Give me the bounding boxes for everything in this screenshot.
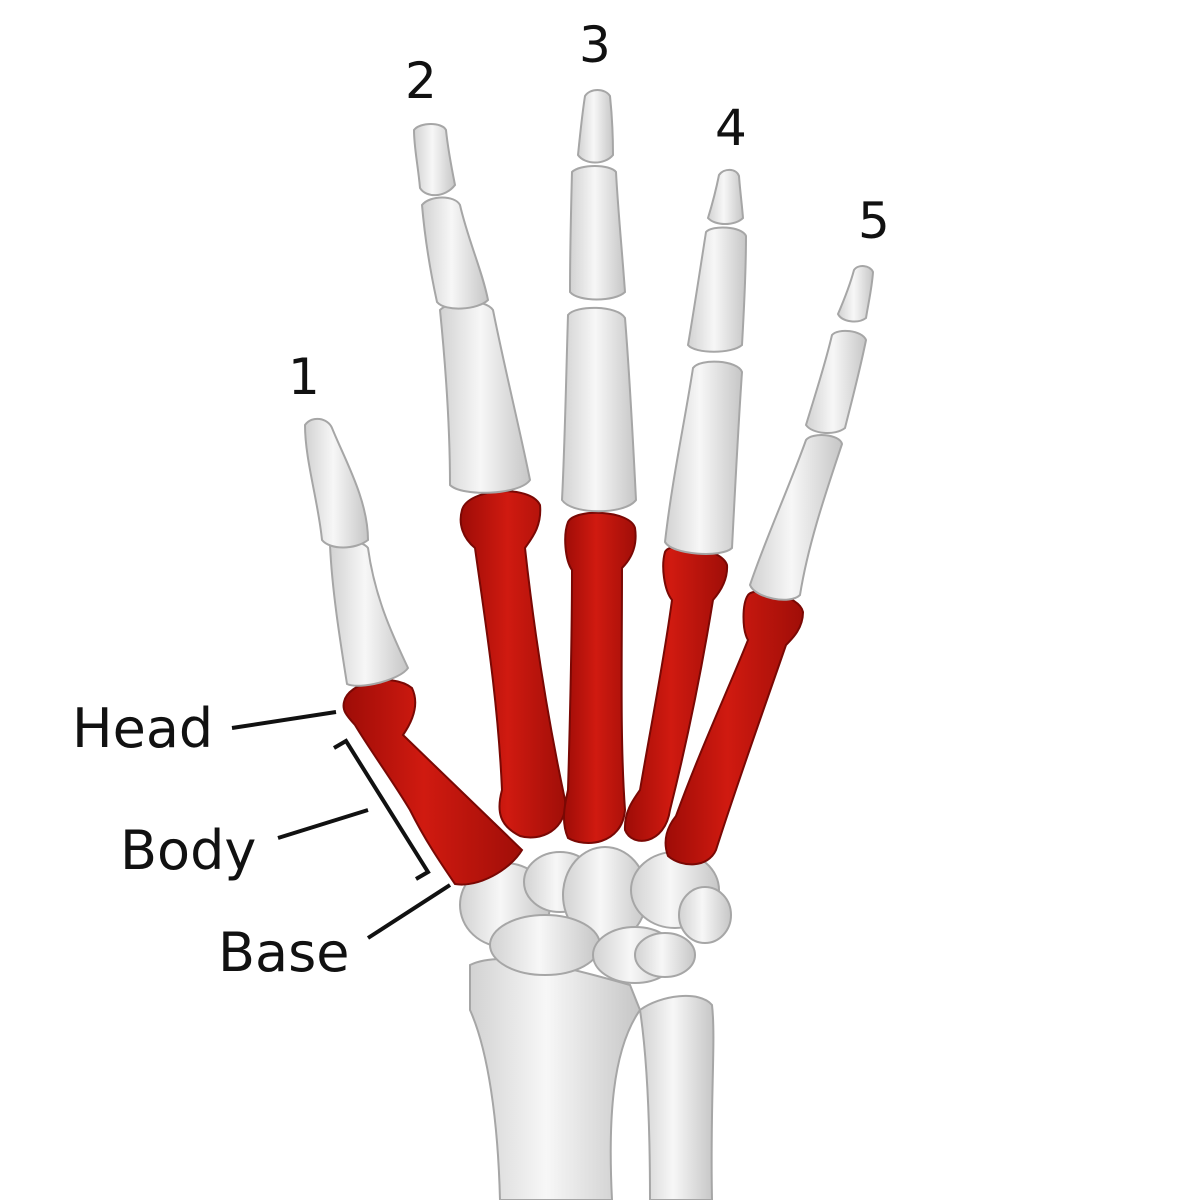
- digit-label-5: 5: [858, 192, 890, 250]
- annotation-lines: [231, 710, 452, 940]
- carpal-bones: [459, 846, 732, 984]
- metacarpal-5: [664, 590, 805, 866]
- pisiform-bone: [678, 886, 732, 944]
- phalanx-3-proximal: [560, 306, 638, 513]
- radius-bone: [469, 957, 642, 1200]
- phalanx-1-proximal: [328, 539, 410, 687]
- phalanx-5-middle: [804, 329, 868, 434]
- metacarpal-1: [342, 679, 524, 886]
- body-leader-line: [277, 808, 369, 840]
- digit-label-3: 3: [579, 16, 611, 74]
- phalanx-1-distal: [303, 417, 370, 549]
- scaphoid-bone: [489, 914, 601, 976]
- head-leader-line: [231, 710, 337, 730]
- metacarpal-3: [562, 511, 637, 844]
- phalanx-3-middle: [568, 165, 627, 301]
- digit-label-2: 2: [405, 52, 437, 110]
- phalanx-4-distal: [706, 168, 745, 225]
- metacarpal-2: [459, 490, 567, 839]
- phalanx-3-distal: [576, 89, 615, 164]
- digit-label-1: 1: [288, 348, 320, 406]
- body-label: Body: [120, 819, 257, 882]
- head-label: Head: [72, 697, 214, 760]
- phalanx-5-distal: [836, 265, 875, 323]
- phalanx-4-proximal: [663, 360, 744, 555]
- metacarpal-4: [623, 545, 729, 842]
- phalanx-2-proximal: [438, 300, 532, 494]
- phalanx-2-distal: [412, 123, 457, 197]
- phalanx-4-middle: [686, 226, 748, 353]
- ulna-bone: [638, 994, 715, 1200]
- triquetrum-bone: [634, 932, 696, 978]
- phalanx-2-middle: [420, 196, 490, 310]
- base-leader-line: [366, 883, 452, 940]
- phalanx-5-proximal: [748, 434, 844, 601]
- body-bracket: [332, 738, 431, 881]
- forearm-bones: [469, 957, 715, 1200]
- phalanges: [303, 89, 875, 687]
- base-label: Base: [218, 921, 350, 984]
- digit-label-4: 4: [715, 99, 747, 157]
- metacarpal-bones: [342, 490, 805, 886]
